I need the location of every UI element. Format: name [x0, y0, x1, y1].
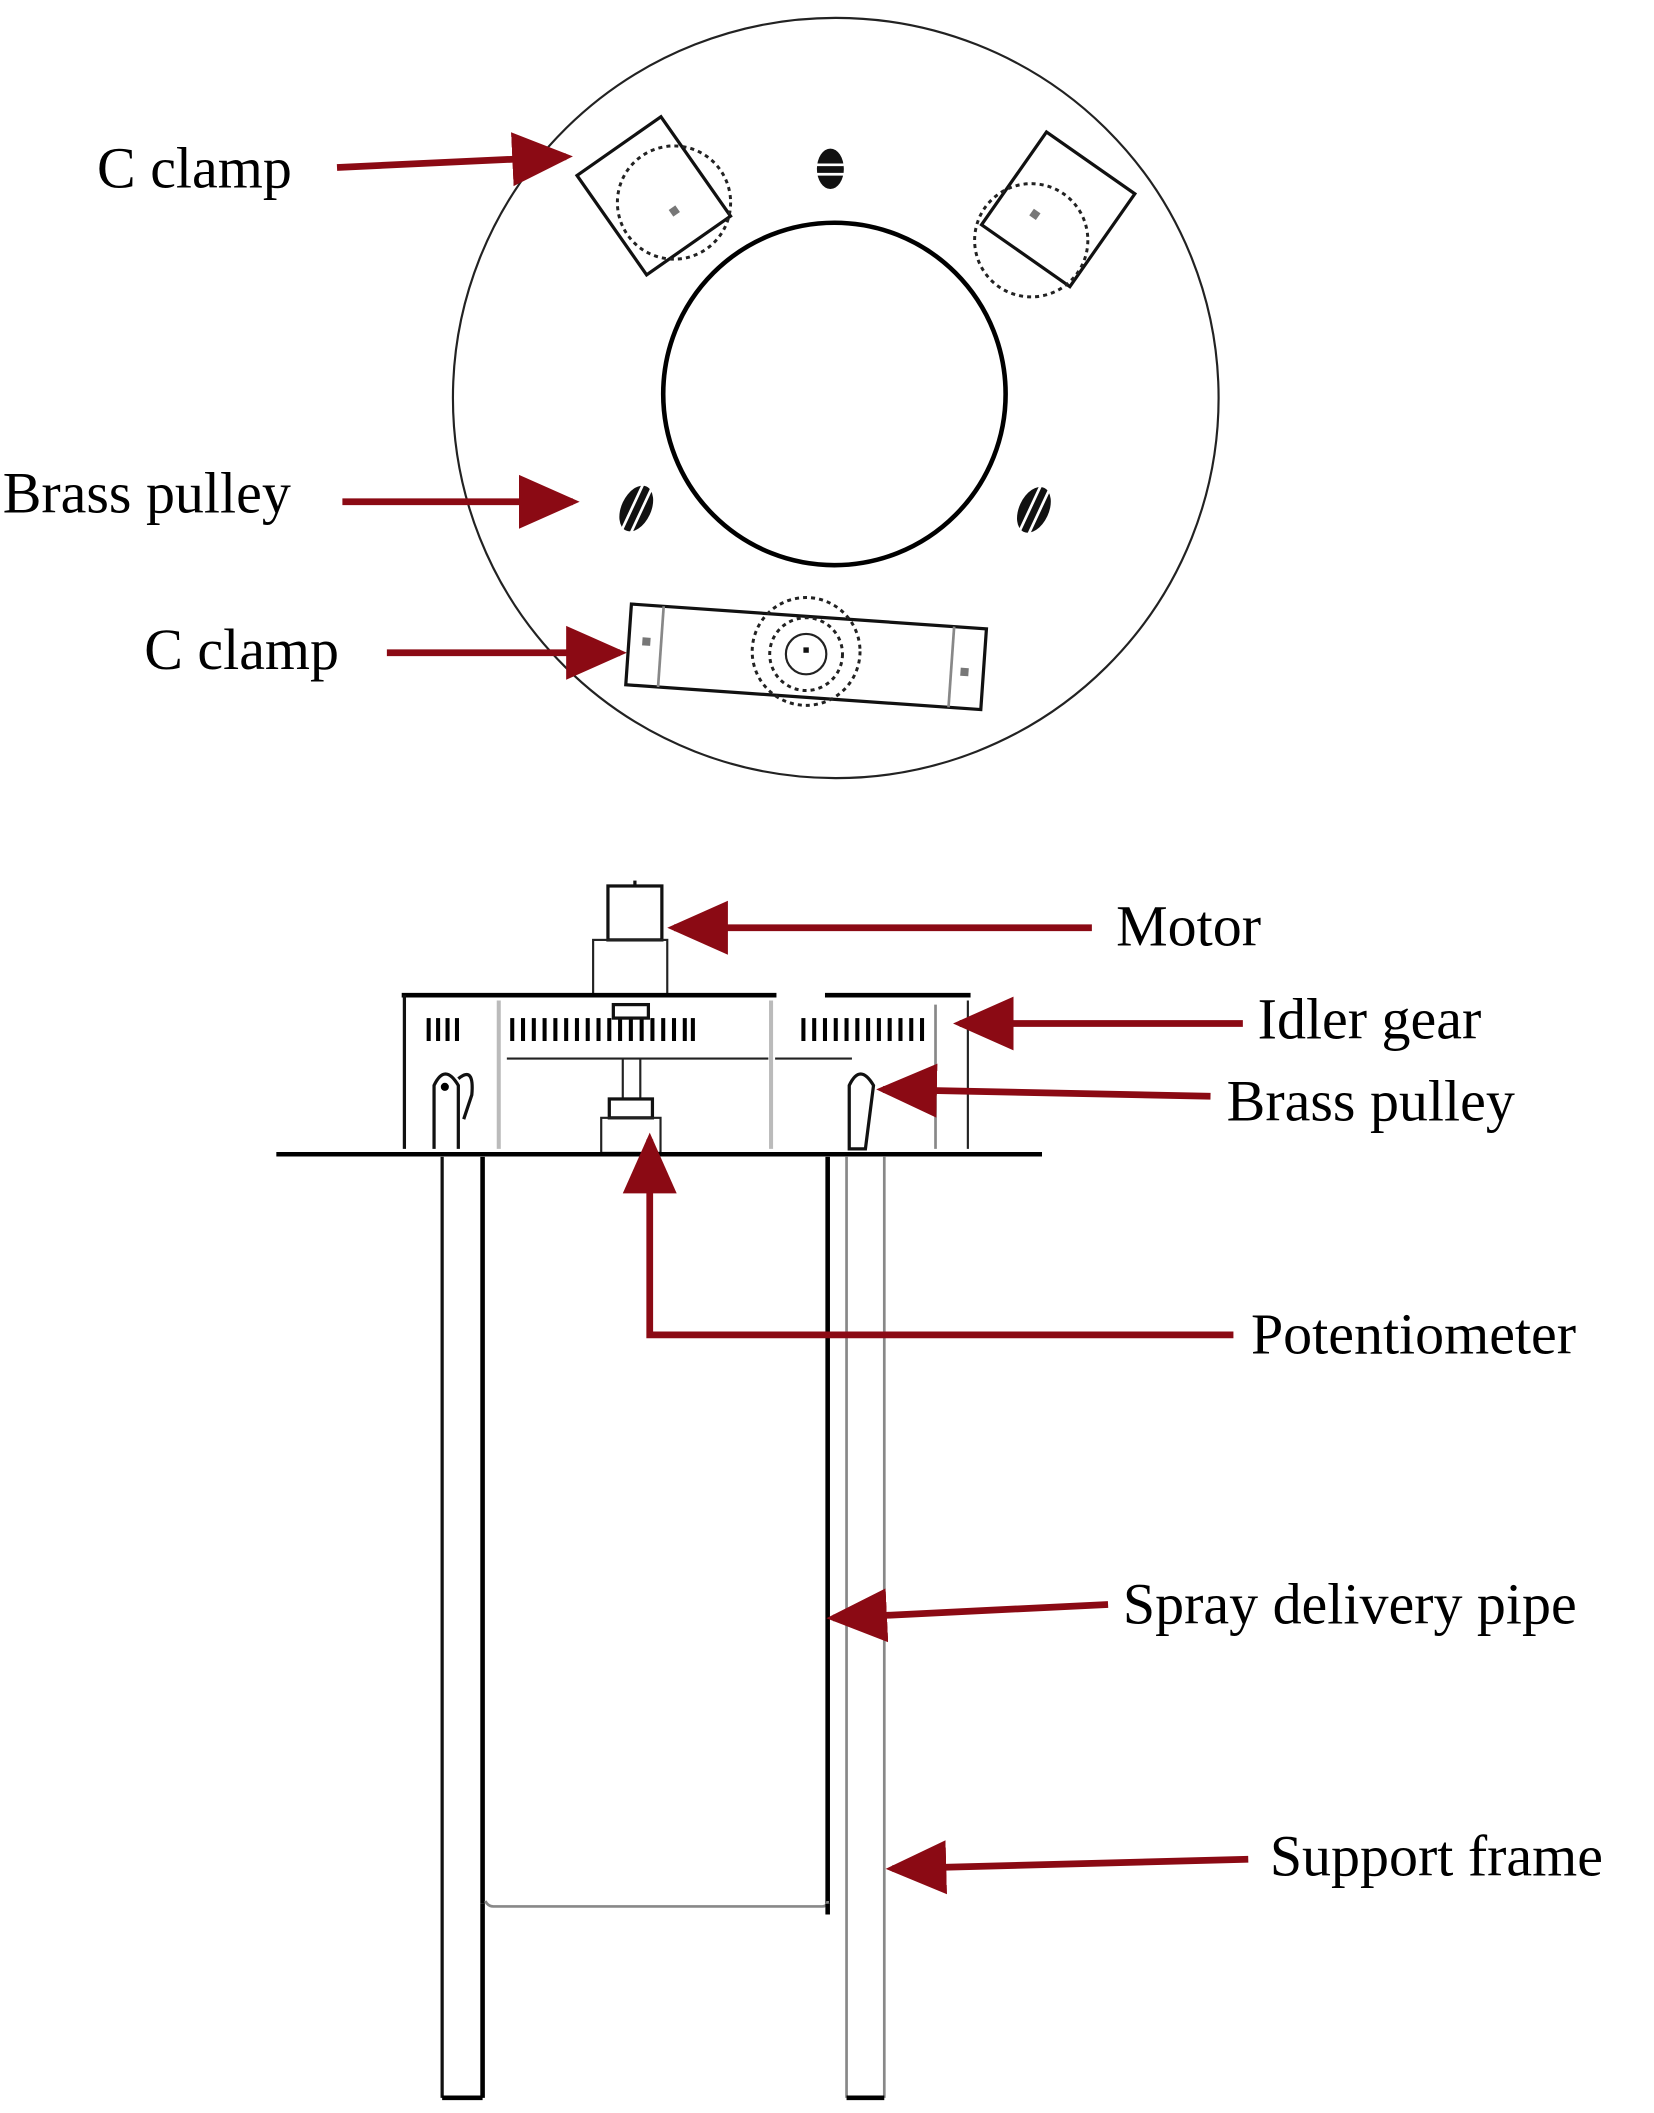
- label-brass-pulley-front: Brass pulley: [1227, 1069, 1515, 1134]
- label-motor: Motor: [1116, 893, 1261, 958]
- arrow-potentiometer: [622, 1132, 1234, 1339]
- motor: [592, 880, 669, 997]
- right-front-pulley: [847, 1072, 876, 1151]
- top-pulley: [816, 148, 844, 190]
- upper-right-gear: [973, 182, 1090, 299]
- label-idler-gear: Idler gear: [1258, 986, 1482, 1051]
- lower-gear-hub-inner: [784, 632, 828, 676]
- idler-housing: [775, 992, 971, 1151]
- label-c-clamp-lower: C clamp: [144, 617, 339, 682]
- arrow-brass-pulley-front: [876, 1063, 1211, 1118]
- label-potentiometer: Potentiometer: [1251, 1302, 1576, 1367]
- support-frame: [440, 1156, 886, 2101]
- lower-gear: [750, 596, 862, 707]
- arrow-support-frame: [885, 1840, 1249, 1895]
- top-view: C clamp Brass pulley C clamp: [3, 16, 1220, 780]
- right-pulley: [1017, 485, 1051, 535]
- upper-right-clamp: [979, 129, 1138, 289]
- spray-delivery-pipe: [480, 1156, 830, 1908]
- label-support-frame: Support frame: [1270, 1823, 1603, 1888]
- upper-left-clamp: [574, 114, 733, 278]
- front-view: Motor Idler gear Brass pulley Potentiome…: [276, 880, 1603, 2101]
- arrow-c-clamp-upper: [336, 132, 573, 187]
- label-c-clamp-upper: C clamp: [97, 136, 292, 201]
- label-brass-pulley-top: Brass pulley: [3, 461, 291, 526]
- outer-disc: [451, 16, 1220, 780]
- upper-left-gear: [615, 144, 733, 261]
- label-spray-delivery-pipe: Spray delivery pipe: [1123, 1571, 1577, 1636]
- gear-train: [426, 1018, 695, 1041]
- lower-clamp: [624, 602, 989, 712]
- idler-gear: [801, 1018, 925, 1041]
- left-front-pulley: [432, 1072, 460, 1149]
- arrow-spray-delivery-pipe: [826, 1588, 1109, 1643]
- lower-gear-hub-outer: [768, 616, 844, 692]
- left-pulley: [619, 484, 654, 534]
- main-housing: [401, 992, 777, 1154]
- central-opening: [660, 220, 1008, 568]
